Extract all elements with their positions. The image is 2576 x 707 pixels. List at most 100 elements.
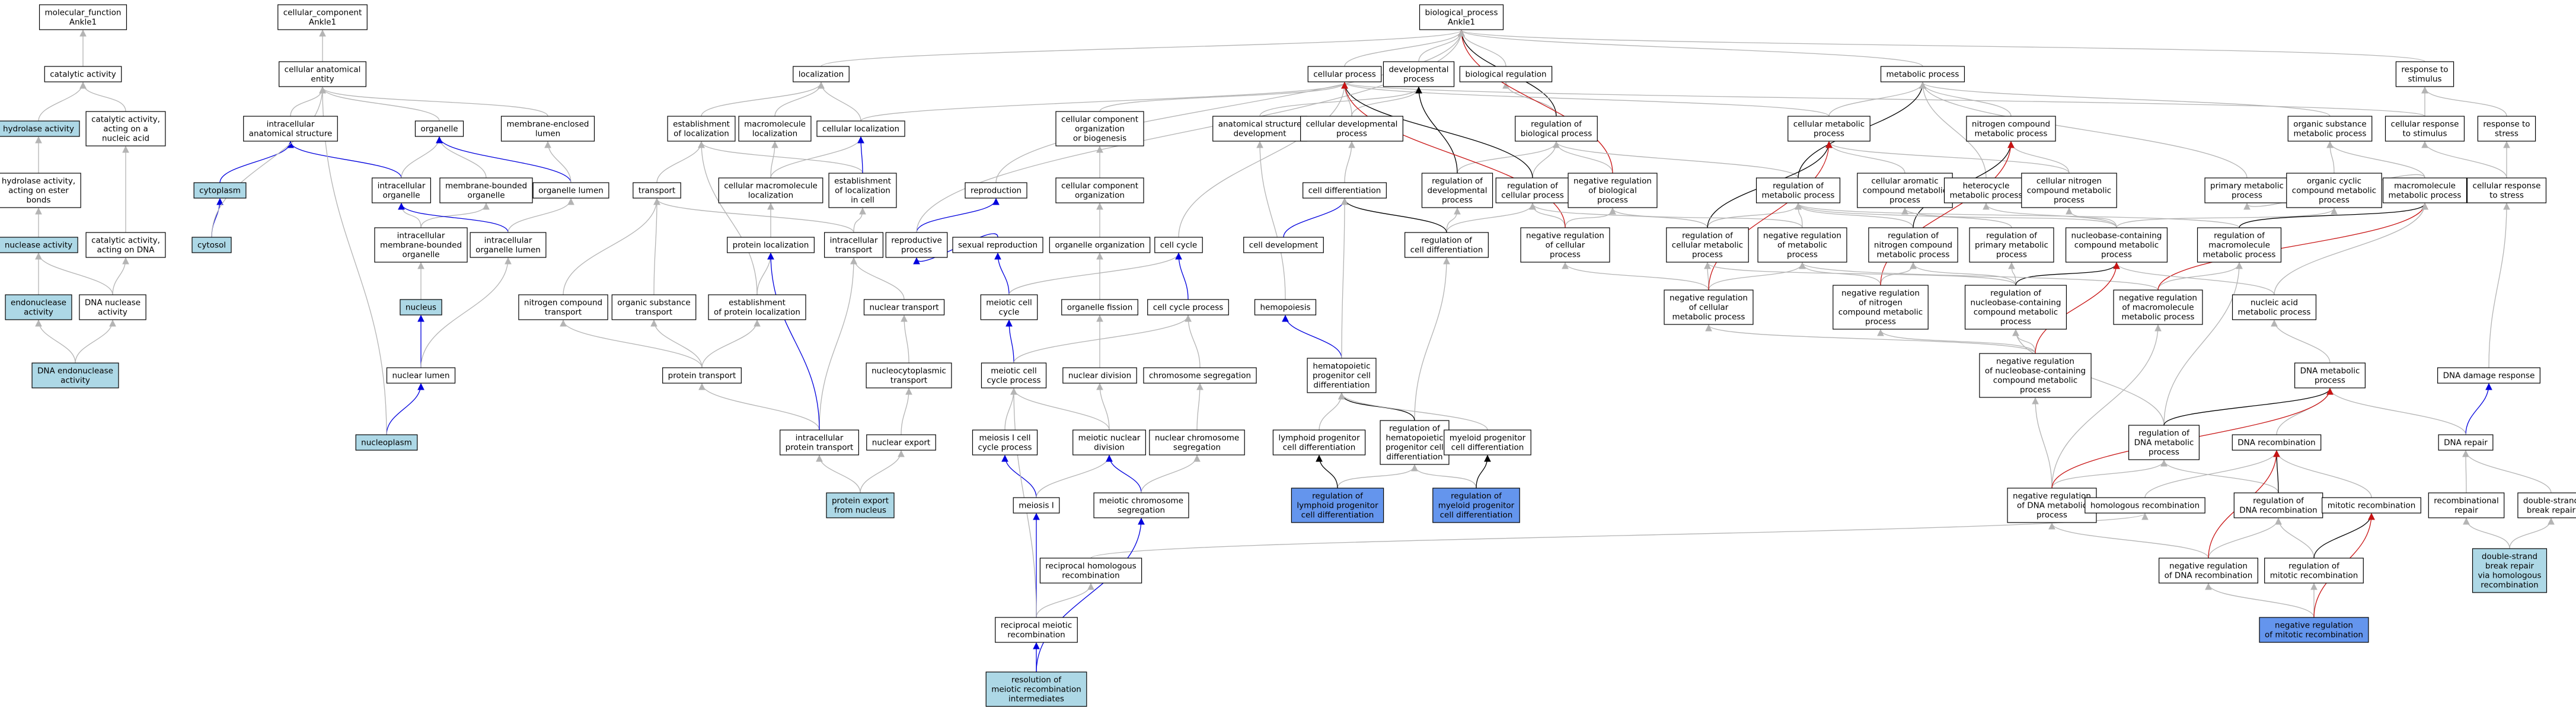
- term-node-nuclear-export[interactable]: nuclear export: [866, 434, 936, 451]
- term-node-sex-repro[interactable]: sexual reproduction: [952, 237, 1043, 253]
- term-node-reproduction[interactable]: reproduction: [965, 182, 1027, 199]
- term-node-org-organization[interactable]: organelle organization: [1049, 237, 1151, 253]
- term-node-cat-act[interactable]: catalytic activity: [44, 66, 122, 82]
- term-node-localization[interactable]: localization: [793, 66, 850, 82]
- term-node-nuclease[interactable]: nuclease activity: [0, 237, 78, 253]
- term-node-organelle[interactable]: organelle: [414, 120, 464, 137]
- term-node-protein-transport[interactable]: protein transport: [662, 367, 742, 384]
- term-node-bio-reg[interactable]: biological regulation: [1459, 66, 1553, 82]
- term-node-dna-repair[interactable]: DNA repair: [2438, 434, 2494, 451]
- term-node-hemopoiesis[interactable]: hemopoiesis: [1254, 299, 1317, 316]
- term-node-cell-loc[interactable]: cellular localization: [816, 120, 905, 137]
- term-node-cytoplasm[interactable]: cytoplasm: [193, 182, 247, 199]
- term-node-dna-recomb[interactable]: DNA recombination: [2232, 434, 2322, 451]
- term-node-transport[interactable]: transport: [633, 182, 681, 199]
- term-node-cell-development[interactable]: cell development: [1243, 237, 1324, 253]
- term-node-cell-diff[interactable]: cell differentiation: [1303, 182, 1387, 199]
- term-node-nuc-transport[interactable]: nuclear transport: [863, 299, 945, 316]
- term-node-reg-nbc-met[interactable]: regulation ofnucleobase-containingcompou…: [1964, 285, 2067, 330]
- term-node-org-lumen[interactable]: organelle lumen: [532, 182, 609, 199]
- term-node-met-proc[interactable]: metabolic process: [1880, 66, 1965, 82]
- term-node-cytosol[interactable]: cytosol: [191, 237, 232, 253]
- term-node-cc-proc[interactable]: cell cycle process: [1147, 299, 1229, 316]
- term-node-nuclear-division[interactable]: nuclear division: [1062, 367, 1137, 384]
- term-node-homol-recomb[interactable]: homologous recombination: [2085, 497, 2205, 514]
- term-node-org-fission[interactable]: organelle fission: [1061, 299, 1138, 316]
- term-node-nucleus[interactable]: nucleus: [400, 299, 442, 316]
- term-node-hydrolase[interactable]: hydrolase activity: [0, 120, 80, 137]
- term-node-dna-damage[interactable]: DNA damage response: [2437, 367, 2540, 384]
